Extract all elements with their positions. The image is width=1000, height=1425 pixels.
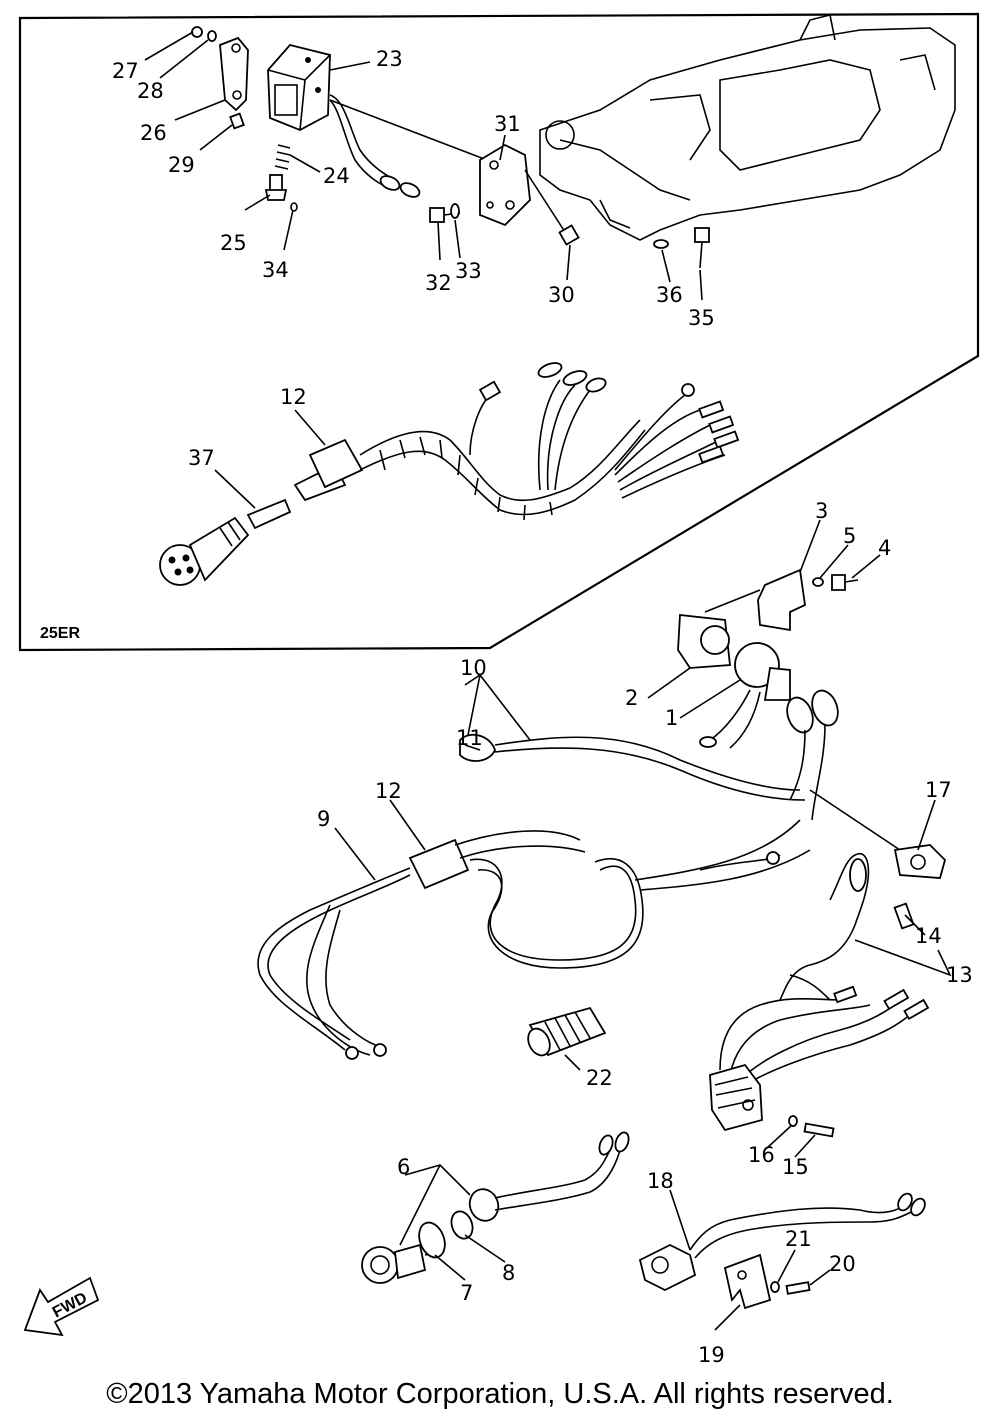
callout-3: 3: [815, 499, 828, 523]
callout-9: 9: [317, 807, 330, 831]
callout-19: 19: [698, 1343, 725, 1367]
callout-7: 7: [460, 1281, 473, 1305]
leader-lines: [144, 31, 952, 1331]
clamp-part-17: [893, 844, 947, 879]
inset-border: [18, 12, 980, 652]
callout-21: 21: [785, 1227, 812, 1251]
callout-16: 16: [748, 1143, 775, 1167]
callout-37: 37: [188, 446, 215, 470]
callout-20: 20: [829, 1252, 856, 1276]
callout-26: 26: [140, 121, 167, 145]
callout-6: 6: [397, 1155, 410, 1179]
bracket-part-3: [704, 568, 859, 632]
callout-23: 23: [376, 47, 403, 71]
copyright-footer: ©2013 Yamaha Motor Corporation, U.S.A. A…: [106, 1378, 894, 1410]
callout-22: 22: [586, 1066, 613, 1090]
callout-15: 15: [782, 1155, 809, 1179]
callout-31: 31: [494, 112, 521, 136]
switch-part-18: [638, 1192, 926, 1310]
callout-12: 12: [375, 779, 402, 803]
callout-numbers: 27 28 26 29 23 24 25 34 31 32 33 30 36 3…: [112, 47, 973, 1367]
callout-27: 27: [112, 59, 139, 83]
fuse-harness-part-13: [709, 853, 930, 1138]
callout-25: 25: [220, 231, 247, 255]
bolt-parts-inset: [429, 203, 710, 269]
spring-part-24: [264, 144, 298, 212]
callout-2: 2: [625, 686, 638, 710]
callout-34: 34: [262, 258, 289, 282]
callout-32: 32: [425, 271, 452, 295]
switch-part-6: [361, 1131, 630, 1284]
cable-part-10: [459, 733, 806, 801]
callout-17: 17: [925, 778, 952, 802]
callout-1: 1: [665, 706, 678, 730]
callout-33: 33: [455, 259, 482, 283]
callout-29: 29: [168, 153, 195, 177]
callout-14: 14: [915, 924, 942, 948]
callout-18: 18: [647, 1169, 674, 1193]
callout-13: 13: [946, 963, 973, 987]
bracket-plate-part-31: [479, 143, 566, 233]
engine-block: [539, 14, 956, 241]
callout-35: 35: [688, 306, 715, 330]
bracket-part-26: [191, 26, 249, 130]
callout-24: 24: [323, 164, 350, 188]
harness-inset-part-37: [159, 362, 740, 586]
callout-5: 5: [843, 524, 856, 548]
callout-4: 4: [878, 536, 891, 560]
callout-8: 8: [502, 1261, 515, 1285]
harness-part-9: [257, 789, 901, 1060]
starter-relay-part-1: [677, 614, 839, 821]
callout-12-inset: 12: [280, 385, 307, 409]
inset-label: 25ER: [40, 625, 80, 642]
relay-box-part-23: [267, 43, 501, 198]
callout-11: 11: [456, 726, 483, 750]
grommet-part-22: [527, 1006, 607, 1057]
callout-10: 10: [460, 656, 487, 680]
fwd-arrow-icon: FWD: [23, 1276, 100, 1337]
callout-28: 28: [137, 79, 164, 103]
callout-30: 30: [548, 283, 575, 307]
callout-36: 36: [656, 283, 683, 307]
